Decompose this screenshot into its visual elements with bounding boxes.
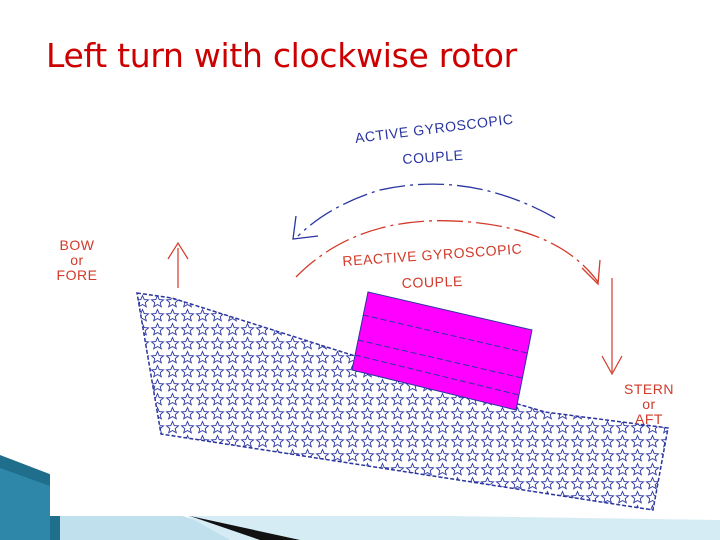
stern-label-line1: STERN [624,381,674,397]
rotor-box [351,291,533,411]
stern-label: STERN or AFT [612,382,686,427]
bow-label-line1: BOW [59,237,95,253]
stern-label-line3: AFT [635,411,663,427]
bow-arrow [167,241,189,288]
bow-label-line2: or [70,252,84,268]
ship-hull [136,292,669,511]
bow-label: BOW or FORE [44,238,110,283]
bow-label-line3: FORE [56,267,98,283]
stern-arrow [601,278,623,376]
reactive-couple-arc [295,220,601,286]
stern-label-line2: or [642,396,656,412]
reactive-couple-label-line2: COUPLE [401,272,464,291]
active-couple-arc [292,183,556,240]
slide-title: Left turn with clockwise rotor [46,36,517,75]
